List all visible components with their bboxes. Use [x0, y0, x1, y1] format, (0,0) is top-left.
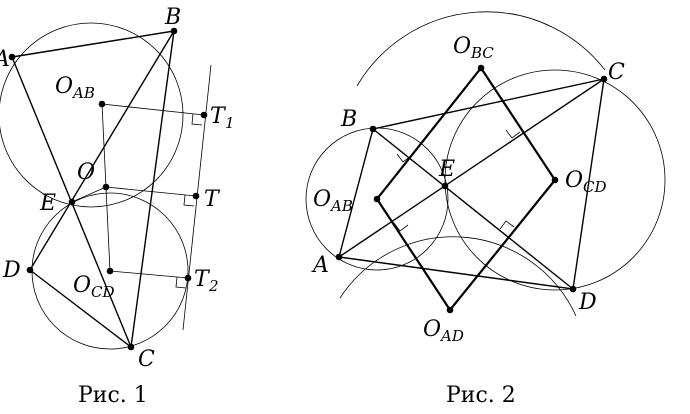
label-e: E: [39, 191, 56, 216]
caption-figure-1: Рис. 1: [78, 383, 148, 408]
label-c: C: [608, 60, 625, 85]
label-o-ab-sub: AB: [329, 197, 353, 215]
circle-abe: [0, 22, 184, 208]
point-o-ab: [98, 100, 106, 108]
diagonal-bd: [372, 128, 574, 290]
point-a: [335, 253, 343, 261]
point-b: [170, 27, 178, 35]
right-angle-ce: [505, 129, 521, 139]
arc-circle-bce: [356, 11, 606, 87]
segment-e-o: [71, 186, 107, 203]
diagonal-ac: [338, 78, 605, 258]
point-c: [127, 343, 135, 351]
right-angle-t: [183, 194, 195, 207]
label-o-ab-main: O: [313, 187, 331, 212]
label-e: E: [438, 157, 455, 182]
point-o-cd: [551, 176, 559, 184]
label-o-ab-main: O: [55, 74, 73, 99]
label-o: O: [77, 160, 95, 185]
arc-circle-ade: [339, 236, 577, 317]
label-t1-main: T: [210, 104, 227, 129]
label-o-ab-sub: AB: [71, 84, 95, 102]
point-o-bc: [477, 64, 485, 72]
segment-bc: [130, 30, 175, 348]
point-a: [8, 53, 16, 61]
caption-figure-2: Рис. 2: [446, 383, 516, 408]
figure-1: A B O AB T 1 O E T D O CD T 2 C Рис. 1: [0, 5, 235, 408]
point-d: [569, 285, 577, 293]
point-e: [68, 198, 76, 206]
point-b: [369, 125, 377, 133]
point-d: [26, 266, 34, 274]
label-o-cd-sub: CD: [583, 178, 607, 196]
point-t1: [200, 111, 208, 119]
label-o-bc-main: O: [453, 34, 471, 59]
segment-o-t: [105, 186, 197, 197]
point-t: [192, 192, 200, 200]
label-c: C: [138, 347, 155, 372]
label-b: B: [164, 5, 181, 30]
right-angle-t1: [191, 113, 203, 126]
label-a: A: [311, 253, 329, 278]
label-a: A: [0, 47, 10, 72]
label-b: B: [340, 107, 357, 132]
point-o-ab: [373, 195, 381, 203]
point-e: [441, 182, 449, 190]
label-t: T: [204, 187, 221, 212]
diagonal-bd: [29, 30, 175, 271]
segment-dc: [29, 269, 132, 348]
point-t2: [184, 274, 192, 282]
label-t2-main: T: [194, 267, 211, 292]
label-d: D: [2, 258, 21, 283]
segment-ocd-t2: [109, 270, 189, 279]
segment-oab-t1: [101, 103, 205, 116]
label-o-cd-main: O: [565, 168, 583, 193]
label-o-cd-main: O: [73, 273, 91, 298]
label-o-cd-sub: CD: [91, 283, 115, 301]
point-o-cd: [106, 267, 114, 275]
figure-2: O BC C B E O CD O AB A D O AD Рис. 2: [305, 11, 666, 408]
point-c: [600, 75, 608, 83]
label-t1-sub: 1: [225, 114, 235, 132]
right-angle-be: [396, 153, 412, 163]
point-o: [102, 183, 110, 191]
right-angle-de: [499, 220, 515, 230]
label-o-bc-sub: BC: [470, 44, 494, 62]
label-o-ad-main: O: [423, 317, 441, 342]
label-d: D: [578, 290, 597, 315]
circle-cde: [444, 69, 666, 291]
right-angle-t2: [175, 276, 187, 289]
label-o-ad-sub: AD: [439, 327, 464, 345]
right-angle-ae: [393, 222, 409, 232]
point-o-ad: [446, 306, 454, 314]
label-t2-sub: 2: [208, 277, 219, 295]
segment-ab: [11, 30, 175, 58]
